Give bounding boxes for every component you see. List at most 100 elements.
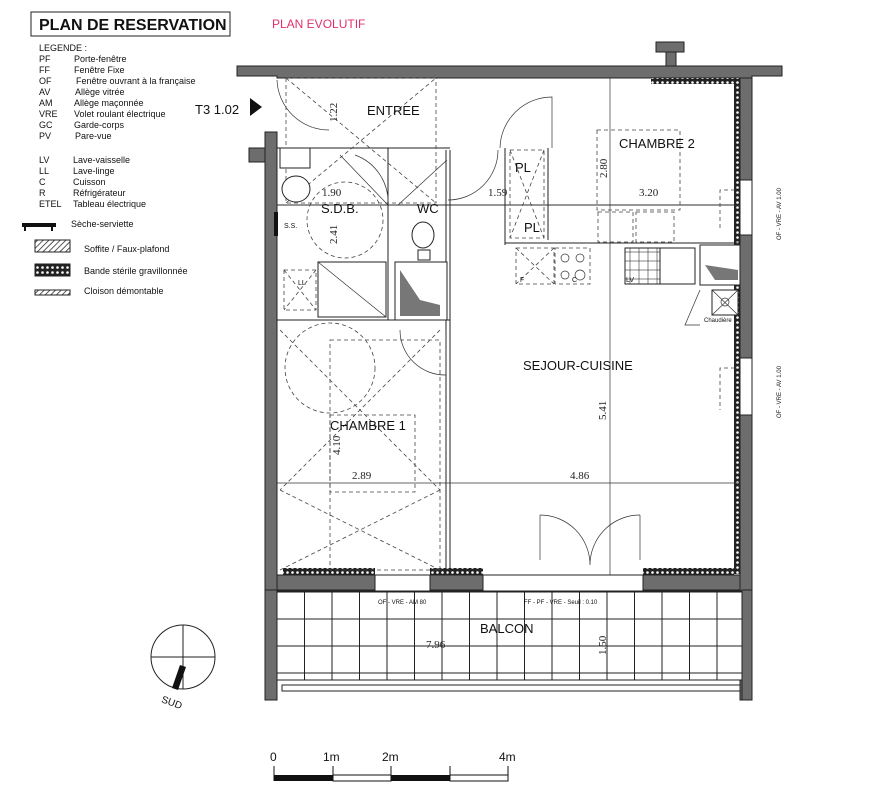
washbasin [281,175,311,203]
toilet [411,221,435,249]
label-ss: S.S. [284,223,297,230]
dim-sdb-height: 2.41 [328,225,340,244]
plan-title: PLAN DE RESERVATION [39,17,227,34]
compass: SUD [150,624,216,712]
dim-ch2-width: 3.20 [639,187,659,199]
fixtures [274,147,741,326]
dim-ch1-width: 2.89 [352,470,372,482]
room-balcon: BALCON [480,621,533,636]
svg-text:Pare-vue: Pare-vue [75,131,112,141]
svg-text:Lave-linge: Lave-linge [73,166,115,176]
svg-text:0: 0 [270,750,277,764]
label-f: F [520,277,524,284]
legend-item-ll: LL Lave-linge [39,166,115,176]
removable-partition-icon [34,289,71,296]
dim-sejour-height: 5.41 [597,401,609,420]
svg-text:R: R [39,188,46,198]
unit-reference: T3 1.02 [195,102,239,117]
svg-text:C: C [39,177,46,187]
svg-text:Fenêtre Fixe: Fenêtre Fixe [74,65,125,75]
window-label-right-mid: OF - VRE - AV 1.00 [777,365,783,418]
svg-text:PV: PV [39,131,51,141]
room-chambre-2: CHAMBRE 2 [619,136,695,151]
svg-text:ETEL: ETEL [39,199,62,209]
svg-text:Cloison démontable: Cloison démontable [84,286,164,296]
towel-dryer-icon [274,212,278,236]
svg-text:Soffite / Faux-plafond: Soffite / Faux-plafond [84,244,169,254]
balcony [264,589,753,701]
doors [276,79,735,566]
svg-text:Lave-vaisselle: Lave-vaisselle [73,155,130,165]
dim-balcon-width: 7.96 [426,639,446,651]
plan-subtitle: PLAN EVOLUTIF [272,17,365,31]
window-label-right-top: OF - VRE - AV 1.00 [777,187,783,240]
legend-item-etel: ETEL Tableau électrique [39,199,146,209]
dimensions: 1.22 1.90 2.41 1.59 2.80 3.20 4.10 2.89 … [322,103,659,655]
svg-text:Allège maçonnée: Allège maçonnée [74,98,144,108]
dim-sejour-width: 4.86 [570,470,590,482]
room-labels: ENTREE S.D.B. WC CHAMBRE 2 SEJOUR-CUISIN… [321,103,695,636]
dim-balcon-height: 1.50 [597,635,609,655]
svg-text:1m: 1m [323,750,340,764]
walls [236,41,783,701]
legend-item-lv: LV Lave-vaisselle [39,155,130,165]
room-sejour-cuisine: SEJOUR-CUISINE [523,358,633,373]
svg-text:Allège vitrée: Allège vitrée [75,87,125,97]
label-chaudiere: Chaudière [704,318,732,324]
clearance-zones [279,77,681,571]
svg-text:AV: AV [39,87,50,97]
room-wc: WC [417,201,439,216]
legend-item-of: OF Fenêtre ouvrant à la française [39,76,196,86]
sink [659,247,696,285]
legend-towel-dryer: Sèche-serviette [22,219,134,231]
closet-label-2: PL [524,220,540,235]
svg-text:GC: GC [39,120,53,130]
electric-panel [279,147,311,169]
legend-gravel: Bande stérile gravillonnée [34,263,188,277]
svg-text:LL: LL [39,166,49,176]
svg-text:VRE: VRE [39,109,58,119]
dim-hall: 1.59 [488,187,508,199]
room-sdb: S.D.B. [321,201,359,216]
closet-label-1: PL [515,160,531,175]
hatch-soffit-icon [34,239,71,253]
svg-text:Garde-corps: Garde-corps [74,120,125,130]
svg-text:Bande stérile gravillonnée: Bande stérile gravillonnée [84,266,188,276]
window-label-balcon-left: OF - VRE - AM 80 [378,600,427,606]
legend-item-gc: GC Garde-corps [39,120,125,130]
window-label-balcon-right: FF - PF - VRE - Seuil : 0.10 [524,600,598,606]
svg-text:LV: LV [39,155,49,165]
label-lv: LV [626,277,634,284]
svg-text:2m: 2m [382,750,399,764]
compass-label: SUD [160,694,184,712]
fixture-labels: S.S. LL F C LV Chaudière [284,223,732,324]
window-labels: OF - VRE - AV 1.00 OF - VRE - AV 1.00 OF… [378,187,783,606]
label-c: C [572,277,577,284]
svg-text:Tableau électrique: Tableau électrique [73,199,146,209]
scale-bar: 0 1m 2m 4m [270,750,516,782]
svg-text:Sèche-serviette: Sèche-serviette [71,219,134,229]
legend-soffit: Soffite / Faux-plafond [34,239,169,254]
gravel-band-icon [34,263,71,277]
dim-entree: 1.22 [328,103,340,122]
svg-text:AM: AM [39,98,53,108]
legend-item-av: AV Allège vitrée [39,87,125,97]
arrow-right-icon [250,98,262,116]
svg-text:4m: 4m [499,750,516,764]
legend-heading: LEGENDE : [39,43,87,53]
title-box: PLAN DE RESERVATION [30,11,231,37]
cooktop [554,247,591,285]
dim-ch1-height: 4.10 [331,435,343,455]
dishwasher [624,247,661,285]
svg-text:Volet roulant électrique: Volet roulant électrique [74,109,166,119]
room-entree: ENTREE [367,103,420,118]
legend-item-am: AM Allège maçonnée [39,98,144,108]
svg-text:OF: OF [39,76,52,86]
svg-text:Fenêtre ouvrant à la française: Fenêtre ouvrant à la française [76,76,196,86]
